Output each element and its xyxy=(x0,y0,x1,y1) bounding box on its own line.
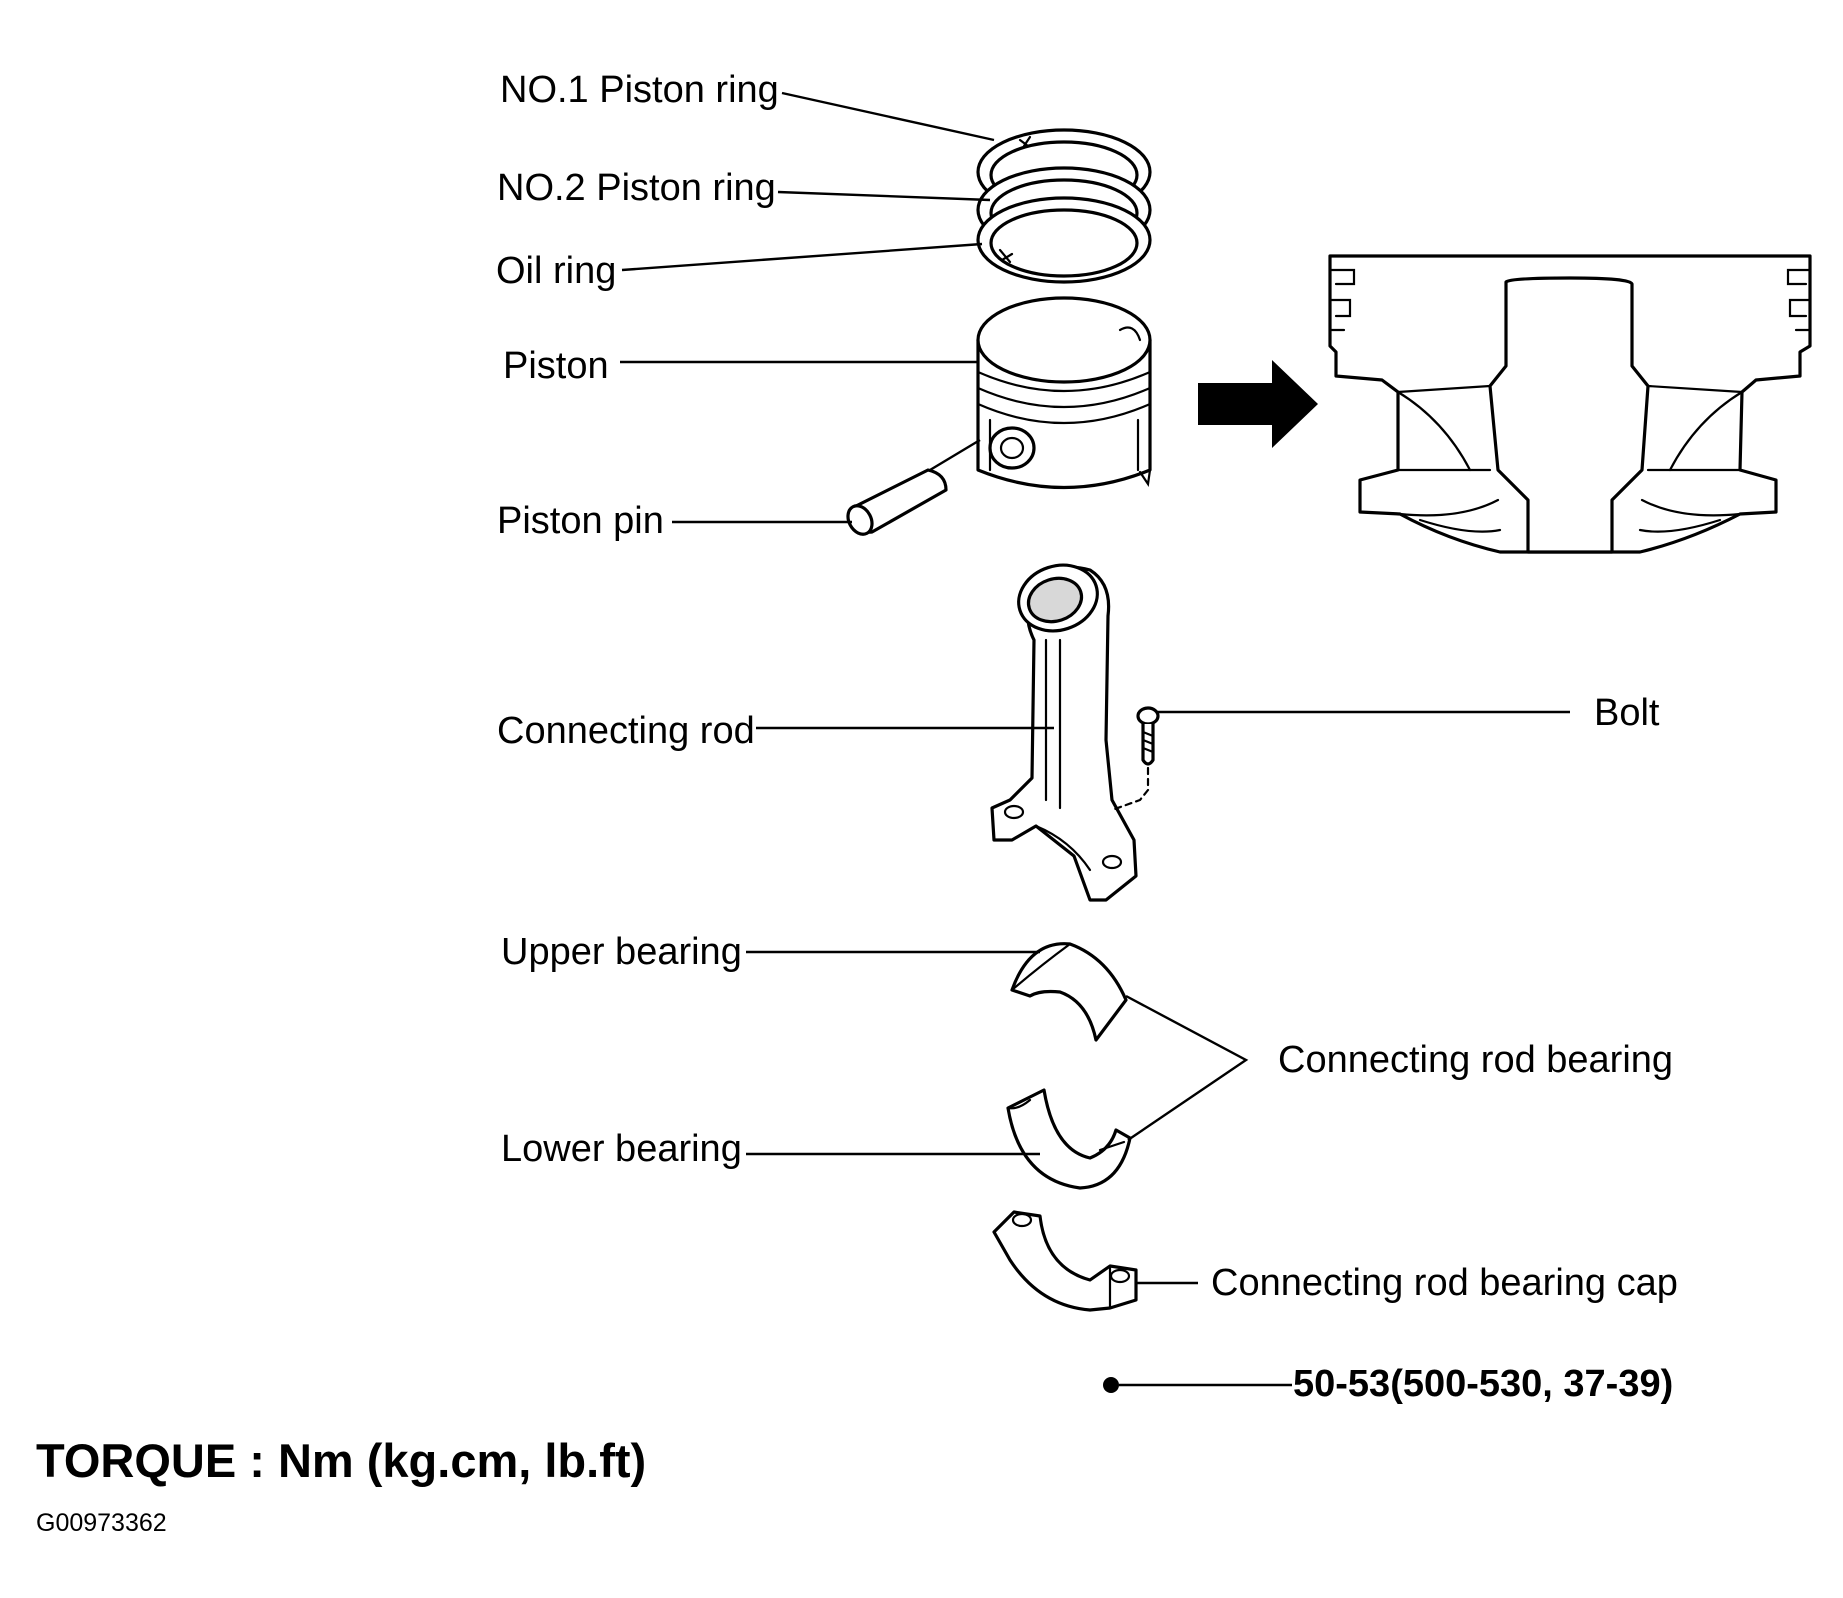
oil-ring-part xyxy=(976,196,1152,284)
connecting-rod-part xyxy=(990,563,1138,902)
piston-part xyxy=(976,296,1152,490)
piston-cross-section xyxy=(1328,254,1812,554)
label-oil-ring: Oil ring xyxy=(496,250,616,292)
label-connecting-rod: Connecting rod xyxy=(497,710,755,752)
lower-bearing-part xyxy=(1006,1088,1132,1190)
label-connecting-rod-bearing: Connecting rod bearing xyxy=(1278,1039,1673,1081)
torque-symbol-icon xyxy=(1103,1377,1119,1393)
label-piston: Piston xyxy=(503,345,609,387)
bolt-part xyxy=(1110,706,1160,812)
piston-pin-part xyxy=(846,468,948,536)
leader-lines xyxy=(620,91,1570,1387)
label-torque-value: 50-53(500-530, 37-39) xyxy=(1293,1363,1673,1405)
label-bolt: Bolt xyxy=(1594,692,1660,734)
torque-units-legend: TORQUE : Nm (kg.cm, lb.ft) xyxy=(36,1434,646,1487)
label-lower-bearing: Lower bearing xyxy=(501,1128,742,1170)
label-connecting-rod-bearing-cap: Connecting rod bearing cap xyxy=(1211,1262,1678,1304)
upper-bearing-part xyxy=(1010,942,1128,1042)
label-no1-piston-ring: NO.1 Piston ring xyxy=(500,69,779,111)
label-no2-piston-ring: NO.2 Piston ring xyxy=(497,167,776,209)
right-arrow-icon xyxy=(1198,360,1318,448)
piston-rings xyxy=(976,128,1152,284)
bearing-cap-part xyxy=(992,1210,1138,1312)
label-upper-bearing: Upper bearing xyxy=(501,931,742,973)
figure-code: G00973362 xyxy=(36,1509,167,1537)
label-piston-pin: Piston pin xyxy=(497,500,664,542)
